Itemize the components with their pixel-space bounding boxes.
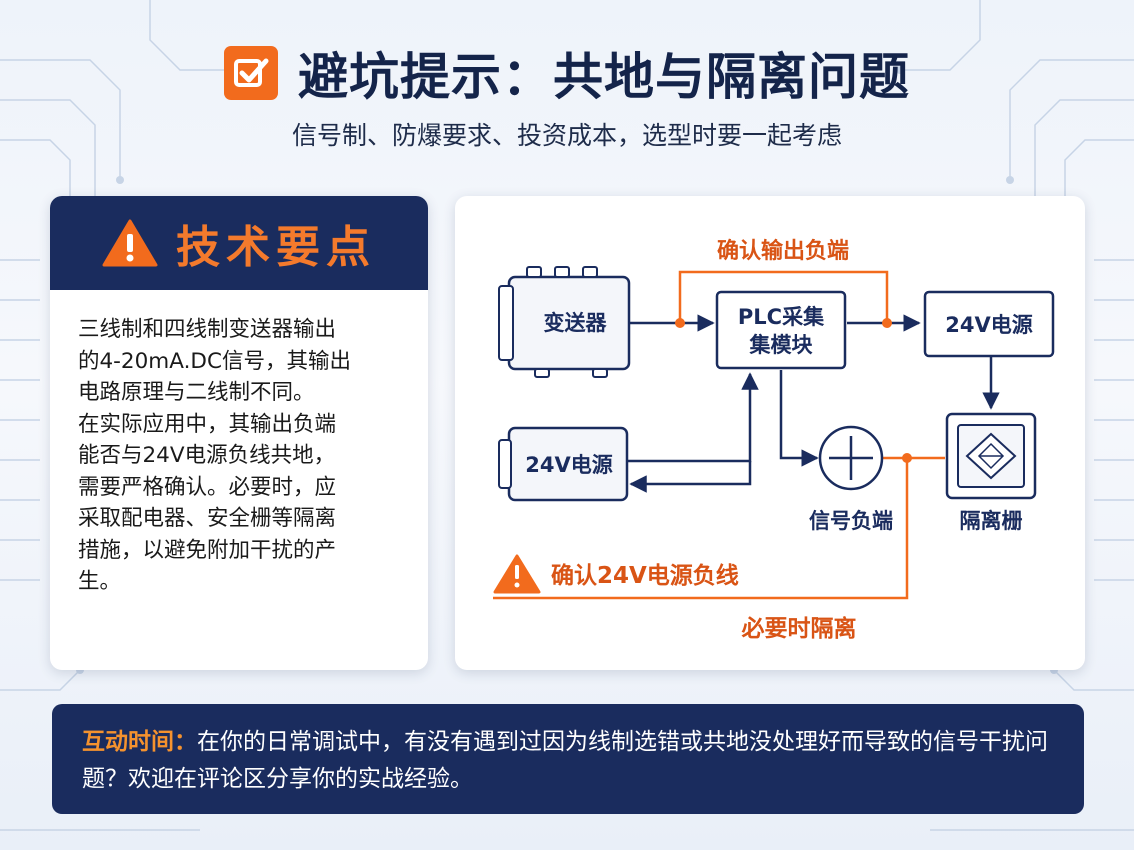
transmitter-block: 变送器	[498, 266, 631, 378]
power-left-label: 24V电源	[525, 453, 612, 477]
interaction-bar: 互动时间：在你的日常调试中，有没有遇到过因为线制选错或共地没处理好而导致的信号干…	[52, 704, 1084, 814]
title-row: 避坑提示：共地与隔离问题	[0, 38, 1134, 108]
signal-negative-label: 信号负端	[809, 509, 893, 533]
interaction-label: 互动时间：	[82, 729, 197, 755]
plc-label-line1: PLC采集	[738, 305, 825, 329]
note-confirm-power: 确认24V电源负线	[551, 562, 739, 589]
wire-output-negative-loop	[678, 270, 889, 323]
check-icon	[224, 46, 278, 100]
key-points-card: 技术要点 三线制和四线制变送器输出 的4-20mA.DC信号，其输出 电路原理与…	[50, 196, 428, 670]
wiring-diagram-card: 变送器 PLC采集 集模块 24V电源 24V电源 信号负端	[455, 196, 1085, 670]
power-right-label: 24V电源	[945, 313, 1032, 337]
key-points-body: 三线制和四线制变送器输出 的4-20mA.DC信号，其输出 电路原理与二线制不同…	[78, 317, 351, 594]
page-title: 避坑提示：共地与隔离问题	[298, 48, 910, 106]
interaction-text: 在你的日常调试中，有没有遇到过因为线制选错或共地没处理好而导致的信号干扰问题？欢…	[82, 729, 1048, 792]
signal-negative-terminal: 信号负端	[809, 425, 893, 533]
note-isolate: 必要时隔离	[742, 615, 857, 642]
warning-icon	[493, 554, 541, 594]
plc-label-line2: 集模块	[749, 333, 814, 357]
isolation-barrier-label: 隔离栅	[960, 509, 1023, 533]
note-confirm-output: 确认输出负端	[717, 238, 849, 264]
power-block-left: 24V电源	[498, 426, 629, 502]
power-block-right: 24V电源	[923, 290, 1055, 358]
key-points-header: 技术要点	[50, 196, 428, 290]
plc-block: PLC采集 集模块	[715, 290, 847, 370]
wire-isolation-return	[493, 458, 909, 600]
wire-plc-power-return	[629, 461, 752, 493]
wire-power-plc	[627, 372, 759, 463]
key-points-heading: 技术要点	[176, 222, 376, 273]
wire-plc-signal-negative	[779, 370, 819, 467]
isolation-barrier-block: 隔离栅	[945, 412, 1037, 533]
transmitter-label: 变送器	[544, 311, 608, 335]
wiring-diagram: 变送器 PLC采集 集模块 24V电源 24V电源 信号负端	[493, 238, 1055, 642]
junction-dot	[675, 318, 685, 328]
junction-dot	[902, 453, 912, 463]
warning-icon	[102, 219, 158, 267]
page-subtitle: 信号制、防爆要求、投资成本，选型时要一起考虑	[291, 121, 842, 150]
junction-dot	[882, 318, 892, 328]
